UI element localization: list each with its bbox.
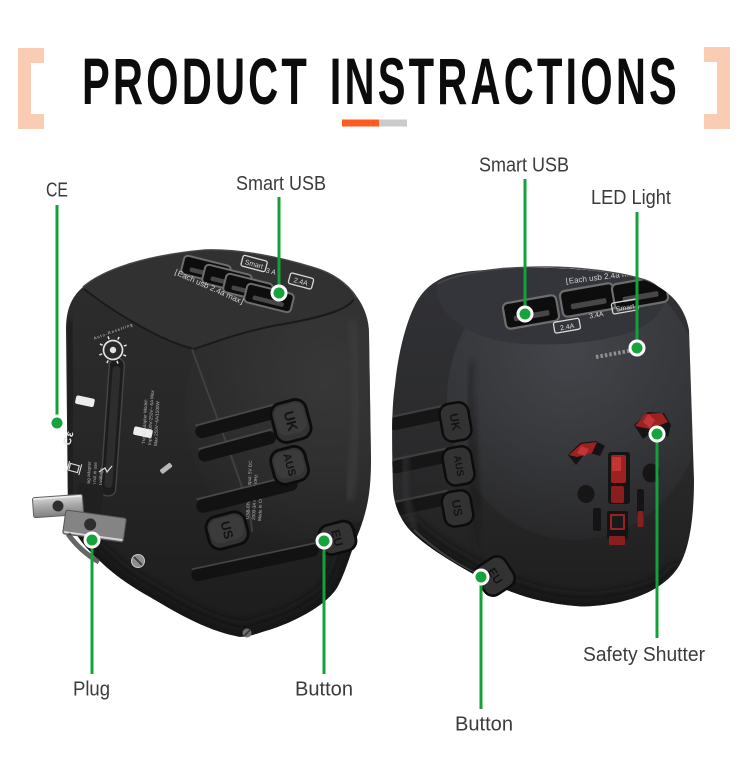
svg-text:Button: Button <box>295 679 353 701</box>
svg-text:C ε: C ε <box>61 429 76 446</box>
svg-text:AUS: AUS <box>451 455 466 478</box>
svg-text:Smart: Smart <box>615 303 635 313</box>
svg-text:2.4A: 2.4A <box>293 277 309 288</box>
svg-text:Smart: Smart <box>244 259 264 271</box>
svg-text:UK: UK <box>447 412 464 432</box>
svg-text:Input: 100V-250V~ 6A Max: Input: 100V-250V~ 6A Max <box>147 389 155 445</box>
svg-text:Safety Shutter: Safety Shutter <box>583 644 705 666</box>
svg-text:US: US <box>449 499 466 518</box>
svg-text:Max 250V~6A/1500W: Max 250V~6A/1500W <box>153 400 160 446</box>
svg-text:PRODUCT INSTRACTIONS: PRODUCT INSTRACTIONS <box>82 44 680 118</box>
svg-text:UK: UK <box>281 409 302 433</box>
svg-text:CE: CE <box>46 180 68 202</box>
svg-text:Smart USB: Smart USB <box>236 173 326 195</box>
svg-text:US: US <box>217 519 236 541</box>
svg-text:Travel Adapter Model:: Travel Adapter Model: <box>141 399 148 444</box>
svg-text:Plug: Plug <box>73 679 110 701</box>
svg-text:Button: Button <box>455 714 513 736</box>
svg-text:3.4A: 3.4A <box>589 311 605 320</box>
svg-text:LED Light: LED Light <box>591 187 671 209</box>
svg-text:3 A: 3 A <box>265 268 277 277</box>
svg-text:2.4A: 2.4A <box>560 323 576 332</box>
svg-text:AUS: AUS <box>280 452 298 478</box>
svg-text:Made in China: Made in China <box>257 491 264 521</box>
svg-text:Smart USB: Smart USB <box>479 155 569 177</box>
svg-text:EU: EU <box>328 528 346 548</box>
